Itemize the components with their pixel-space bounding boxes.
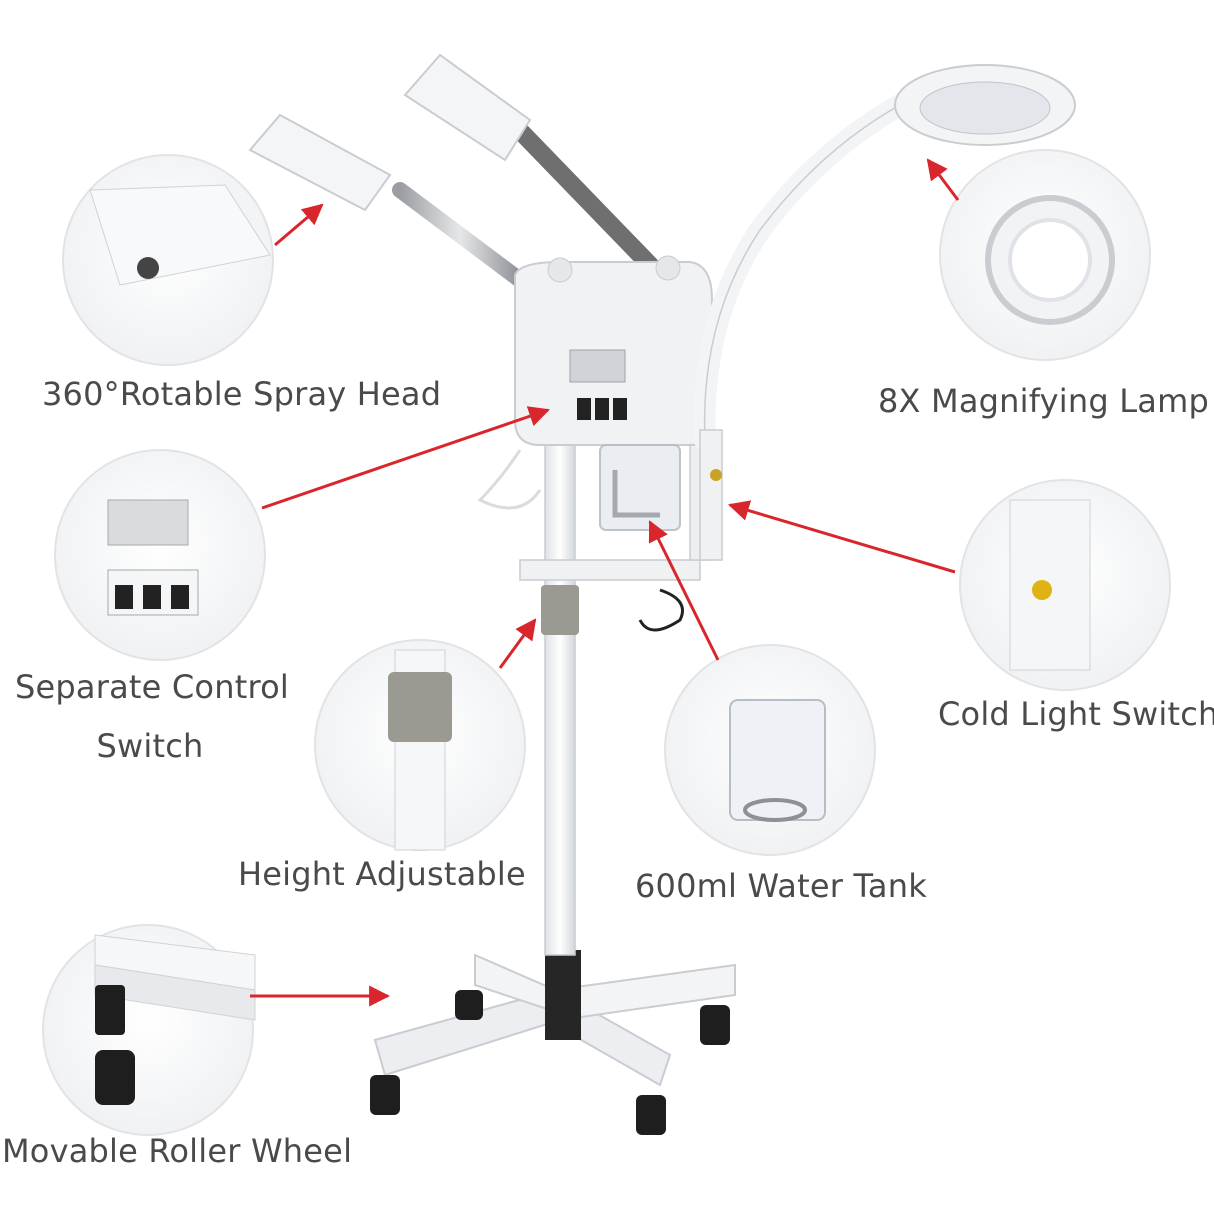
device-wheels — [370, 990, 730, 1135]
water-tank — [599, 444, 681, 531]
label-cold-light: Cold Light Switch — [938, 695, 1214, 733]
detail-circle-wheel — [42, 924, 256, 1136]
detail-circle-height — [314, 639, 526, 851]
device-pole — [544, 429, 576, 956]
callout-arrows — [250, 158, 960, 1007]
steamer-body — [514, 255, 713, 446]
magnifying-lamp — [894, 64, 1076, 146]
arrow-cold-light — [727, 500, 956, 574]
arrow-water-tank — [648, 520, 720, 661]
label-control-switch-line2: Switch — [96, 727, 204, 765]
label-water-tank: 600ml Water Tank — [635, 867, 927, 905]
arrow-lamp — [926, 158, 960, 201]
arrow-control-switch — [261, 406, 550, 510]
detail-circle-spray-head — [62, 154, 274, 366]
label-wheel: Movable Roller Wheel — [2, 1132, 353, 1170]
detail-circle-control-switch — [54, 449, 266, 661]
height-collar — [541, 585, 579, 635]
detail-circle-water-tank — [664, 644, 876, 856]
device-base — [373, 950, 736, 1087]
arrow-height — [498, 618, 537, 669]
arrow-spray-head — [274, 203, 324, 247]
label-control-switch-line1: Separate Control — [15, 668, 289, 706]
detail-circle-lamp — [939, 149, 1151, 361]
device — [248, 53, 1076, 1135]
label-spray-head: 360°Rotable Spray Head — [42, 375, 442, 413]
spray-head — [248, 53, 532, 212]
label-lamp: 8X Magnifying Lamp — [878, 382, 1209, 420]
detail-circle-cold-light — [959, 479, 1171, 691]
label-height: Height Adjustable — [238, 855, 526, 893]
